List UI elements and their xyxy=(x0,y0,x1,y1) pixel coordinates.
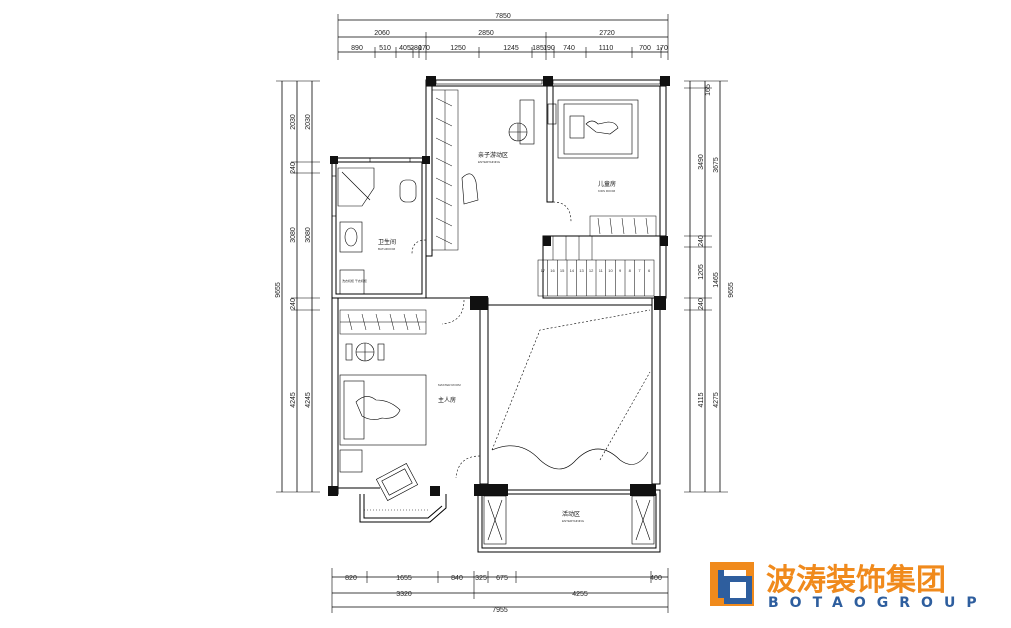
dim-top-detail: 510 xyxy=(379,45,391,52)
washer-cabinet xyxy=(339,269,365,295)
dim-top-detail: 890 xyxy=(351,45,363,52)
dim-top-mid: 2850 xyxy=(478,30,494,37)
stair-number: 10 xyxy=(608,268,613,273)
dim-top-detail: 185 xyxy=(532,45,544,52)
dim-bottom-detail: 325 xyxy=(475,575,487,582)
dim-top-detail: 405 xyxy=(399,45,411,52)
dim-bottom-detail: 820 xyxy=(345,575,357,582)
room-label-activity-en: ENTERTAINING xyxy=(562,519,585,523)
dim-top-mid: 2720 xyxy=(599,30,615,37)
kids-bed xyxy=(557,99,639,159)
dim-bottom-detail: 840 xyxy=(451,575,463,582)
stair-number: 12 xyxy=(589,268,594,273)
dim-bottom-detail: 4255 xyxy=(572,591,588,598)
dim-right-a: 240 xyxy=(698,235,705,247)
stair-number: 17 xyxy=(541,268,546,273)
stair-number: 9 xyxy=(619,268,622,273)
stair-number: 16 xyxy=(550,268,555,273)
stair-number: 6 xyxy=(648,268,651,273)
stair-number: 7 xyxy=(638,268,641,273)
lounge-chair xyxy=(375,463,419,501)
wardrobe-upper xyxy=(431,89,459,251)
stair-number: 15 xyxy=(560,268,565,273)
dim-bottom-mid: 3320 xyxy=(396,591,412,598)
dim-right-b: 1465 xyxy=(713,272,720,288)
dim-top-detail: 190 xyxy=(543,45,555,52)
dim-left-a: 240 xyxy=(290,298,297,310)
dim-right-b: 4275 xyxy=(713,392,720,408)
dim-left-a: 3080 xyxy=(290,227,297,243)
stair-number: 13 xyxy=(579,268,584,273)
room-label-parent-child-en: ENTERTAINING xyxy=(478,160,501,164)
stair-number: 11 xyxy=(599,268,604,273)
toilet-icon xyxy=(399,179,417,203)
dim-right-a: 3490 xyxy=(698,154,705,170)
dim-right-b: 165 xyxy=(705,84,712,96)
sink-icon xyxy=(339,221,363,253)
room-label-master-en: MASTER ROOM xyxy=(438,383,461,387)
dim-top-detail: 1110 xyxy=(599,45,614,52)
dim-left-outer: 9655 xyxy=(275,282,282,298)
dim-top-detail: 170 xyxy=(418,45,430,52)
wardrobe-master xyxy=(339,309,427,335)
dim-bottom-detail: 1655 xyxy=(396,575,412,582)
dim-top-detail: 740 xyxy=(563,45,575,52)
dim-bottom-detail: 400 xyxy=(650,575,662,582)
stair-number: 14 xyxy=(570,268,575,273)
dim-right-a: 240 xyxy=(698,298,705,310)
wall-columns xyxy=(328,76,670,496)
dim-left-a: 4245 xyxy=(290,392,297,408)
sleeping-figure xyxy=(585,120,619,135)
brand-name-en: BOTAOGROUP xyxy=(768,595,988,611)
dim-right-b: 3675 xyxy=(713,157,720,173)
dim-top-detail: 700 xyxy=(639,45,651,52)
room-label-master: 主人房 xyxy=(438,396,456,404)
room-label-activity: 活动区 xyxy=(562,510,580,518)
brand-logo xyxy=(710,562,754,606)
dim-left-a: 240 xyxy=(290,162,297,174)
cabinet-label: 洗衣机柜 干衣机柜 xyxy=(342,278,367,283)
dim-top-total: 7850 xyxy=(495,13,511,20)
brand-name-cn: 波涛装饰集团 xyxy=(766,563,946,598)
dim-right-a: 1205 xyxy=(698,264,705,280)
shower-icon xyxy=(337,167,375,207)
wardrobe-kids xyxy=(589,215,657,237)
room-label-bath-en: BATHROOM xyxy=(378,247,396,251)
room-label-parent-child: 亲子游动区 xyxy=(478,151,508,159)
dim-top-detail: 170 xyxy=(656,45,668,52)
dim-bottom-detail: 675 xyxy=(496,575,508,582)
staircase xyxy=(537,236,655,297)
dim-top-mid: 2060 xyxy=(374,30,390,37)
dim-left-b: 4245 xyxy=(305,392,312,408)
dim-left-b: 3080 xyxy=(305,227,312,243)
sleeping-figures xyxy=(355,396,401,420)
master-bed xyxy=(339,374,427,446)
dim-left-b: 2030 xyxy=(305,114,312,130)
curtain xyxy=(491,445,649,470)
desk xyxy=(519,99,535,145)
dim-right-outer: 9655 xyxy=(728,282,735,298)
room-label-kids: 儿童房 xyxy=(598,180,616,188)
dim-top-detail: 280 xyxy=(410,45,422,52)
dim-right-a: 4115 xyxy=(698,392,705,407)
dim-top-detail: 1245 xyxy=(503,45,519,52)
play-slide xyxy=(461,173,479,205)
dim-top-detail: 1250 xyxy=(450,45,466,52)
room-label-kids-en: KIDS ROOM xyxy=(598,189,616,193)
dim-left-a: 2030 xyxy=(290,114,297,130)
stair-number: 8 xyxy=(629,268,632,273)
dim-bottom-total: 7955 xyxy=(492,607,508,614)
room-label-bath: 卫生间 xyxy=(378,238,396,246)
